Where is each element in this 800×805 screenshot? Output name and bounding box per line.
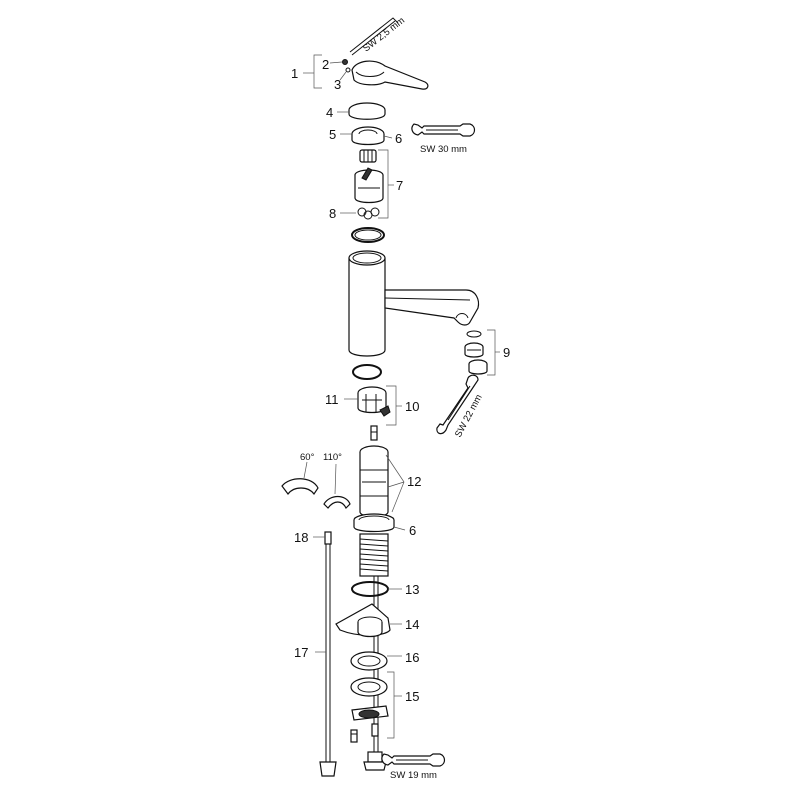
label-part-6-bottom: 6 — [409, 523, 416, 538]
threaded-nut — [340, 126, 393, 146]
label-part-1: 1 — [291, 66, 298, 81]
body-o-ring — [352, 364, 382, 380]
cover-cap — [337, 102, 386, 120]
mounting-plate — [335, 603, 402, 638]
hex-key — [349, 17, 399, 56]
label-part-3: 3 — [334, 77, 341, 92]
label-part-6-top: 6 — [395, 131, 402, 146]
lever-handle — [342, 59, 429, 90]
label-part-15: 15 — [405, 689, 419, 704]
label-part-4: 4 — [326, 105, 333, 120]
clip-60-label: 60° — [300, 452, 315, 463]
label-part-7: 7 — [396, 178, 403, 193]
bracket-1 — [303, 54, 347, 89]
cartridge — [354, 149, 394, 219]
label-part-13: 13 — [405, 582, 419, 597]
shank-tip — [370, 425, 378, 441]
clip-60 — [281, 461, 319, 496]
label-part-12: 12 — [407, 474, 421, 489]
wrench-22 — [436, 374, 479, 435]
spout-o-ring-top — [351, 227, 385, 243]
clip-110 — [323, 463, 351, 510]
clip-110-label: 110° — [323, 452, 342, 463]
clamp-nut-15 — [351, 705, 389, 737]
set-screw — [342, 59, 348, 65]
faucet-body — [348, 250, 480, 357]
hose-fitting-right — [363, 751, 387, 771]
supply-hose — [313, 531, 337, 777]
washer-16 — [350, 651, 388, 671]
base-o-ring — [351, 581, 402, 597]
wrench-22-label: SW 22 mm — [453, 393, 485, 440]
wrench-30 — [411, 123, 476, 137]
label-part-9: 9 — [503, 345, 510, 360]
small-screw — [350, 729, 358, 743]
label-part-11: 11 — [325, 392, 339, 407]
washer-15a — [350, 677, 388, 697]
label-part-10: 10 — [405, 399, 419, 414]
hex-key-label: SW 2,5 mm — [361, 15, 407, 54]
mounting-shank — [353, 445, 406, 533]
label-part-2: 2 — [322, 57, 329, 72]
cartridge-seals — [340, 207, 380, 220]
label-part-18: 18 — [294, 530, 308, 545]
label-part-5: 5 — [329, 127, 336, 142]
label-part-14: 14 — [405, 617, 419, 632]
screw-cap — [345, 67, 351, 73]
diverter-valve — [344, 385, 402, 426]
wrench-19 — [381, 753, 446, 767]
label-part-16: 16 — [405, 650, 419, 665]
label-part-8: 8 — [329, 206, 336, 221]
aerator — [464, 329, 500, 376]
label-part-17: 17 — [294, 645, 308, 660]
wrench-19-label: SW 19 mm — [390, 770, 437, 781]
wrench-30-label: SW 30 mm — [420, 144, 467, 155]
bracket-15-16 — [387, 655, 402, 739]
